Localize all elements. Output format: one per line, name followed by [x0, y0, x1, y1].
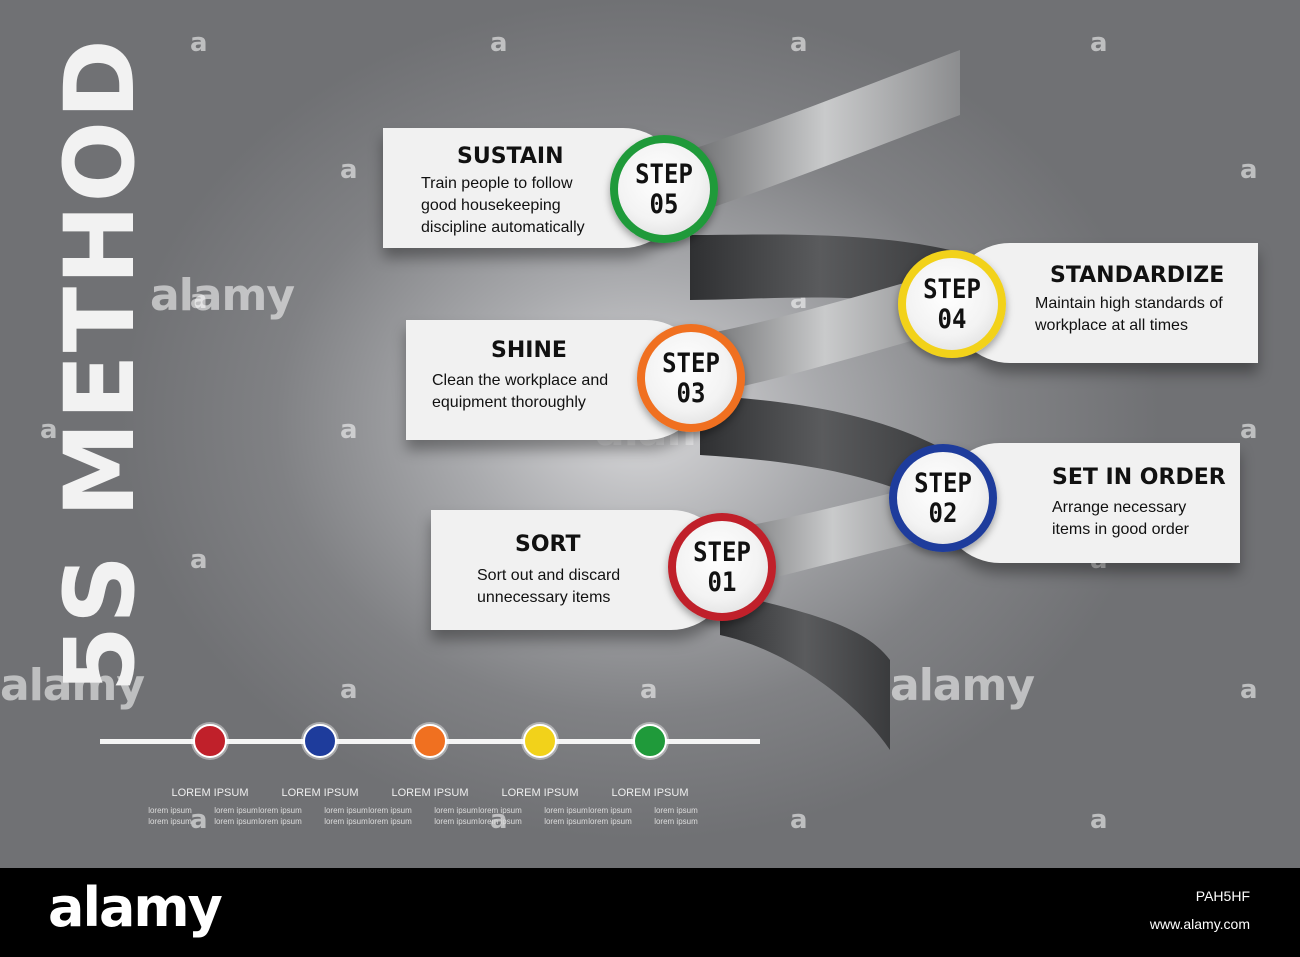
step-title: STANDARDIZE: [1050, 263, 1225, 288]
timeline-subtext: lorem ipsum: [148, 806, 192, 815]
timeline-subtext: lorem ipsum: [214, 806, 258, 815]
timeline-subtext: lorem ipsum: [368, 806, 412, 815]
timeline-subtext: lorem ipsum: [588, 817, 632, 826]
timeline-dot-blue: [303, 724, 337, 758]
step-title: SET IN ORDER: [1052, 465, 1226, 490]
watermark-mark: a: [1090, 805, 1108, 835]
step-badge-03: STEP 03: [637, 324, 745, 432]
footer-url: www.alamy.com: [1149, 916, 1250, 932]
watermark-text: alamy: [150, 270, 295, 321]
step-badge-05: STEP 05: [610, 135, 718, 243]
step-title: SUSTAIN: [457, 144, 564, 169]
image-id: PAH5HF: [1195, 888, 1250, 904]
timeline-dot-orange: [413, 724, 447, 758]
timeline-subtext: lorem ipsum: [324, 806, 368, 815]
watermark-mark: a: [40, 415, 58, 445]
step-number: 04: [937, 303, 967, 335]
ribbon-front-segment: [700, 270, 950, 395]
watermark-text: alamy: [890, 660, 1035, 711]
step-desc-line: workplace at all times: [1035, 317, 1188, 334]
timeline-dot-red: [193, 724, 227, 758]
watermark-mark: a: [190, 805, 208, 835]
timeline-subtext: lorem ipsum: [654, 806, 698, 815]
step-title: SHINE: [491, 338, 567, 363]
spiral-ribbon: [690, 50, 960, 750]
ribbon-front-segment: [690, 50, 960, 215]
ribbon-back-segment: [720, 590, 890, 750]
step-desc-line: equipment thoroughly: [432, 394, 586, 411]
timeline-dot-green: [633, 724, 667, 758]
step-badge-02: STEP 02: [889, 444, 997, 552]
step-card-set-in-order: SET IN ORDER Arrange necessary items in …: [940, 443, 1240, 563]
timeline-subtext: lorem ipsum: [544, 817, 588, 826]
timeline-subtext: lorem ipsum: [258, 817, 302, 826]
timeline-subtext: lorem ipsum: [654, 817, 698, 826]
watermark-mark: a: [340, 155, 358, 185]
watermark-mark: a: [790, 28, 808, 58]
timeline-subtext: lorem ipsum: [324, 817, 368, 826]
watermark-mark: a: [340, 675, 358, 705]
step-desc-line: Maintain high standards of: [1035, 295, 1223, 312]
ribbon-front-segment: [720, 480, 945, 590]
watermark-mark: a: [1090, 28, 1108, 58]
step-desc-line: Train people to follow: [421, 175, 573, 192]
step-badge-01: STEP 01: [668, 513, 776, 621]
timeline-subtext: lorem ipsum: [588, 806, 632, 815]
step-number: 05: [649, 188, 679, 220]
footer-bar: alamy PAH5HF www.alamy.com: [0, 868, 1300, 957]
timeline-heading: LOREM IPSUM: [171, 787, 249, 799]
watermark-mark: a: [490, 28, 508, 58]
watermark-mark: a: [790, 805, 808, 835]
step-desc-line: Arrange necessary: [1052, 499, 1187, 516]
timeline-subtext: lorem ipsum: [368, 817, 412, 826]
timeline-subtext: lorem ipsum: [148, 817, 192, 826]
watermark-mark: a: [190, 545, 208, 575]
step-badge-04: STEP 04: [898, 250, 1006, 358]
step-label: STEP: [914, 467, 972, 499]
timeline-subtext: lorem ipsum: [258, 806, 302, 815]
timeline-subtext: lorem ipsum: [434, 806, 478, 815]
step-desc-line: items in good order: [1052, 521, 1189, 538]
watermark-mark: a: [190, 285, 208, 315]
timeline-subtext: lorem ipsum: [544, 806, 588, 815]
footer-logo: alamy: [48, 876, 223, 939]
step-desc-line: Clean the workplace and: [432, 372, 609, 389]
step-number: 03: [676, 377, 706, 409]
timeline-subtext: lorem ipsum: [478, 806, 522, 815]
step-desc-line: Sort out and discard: [477, 567, 621, 584]
timeline-heading: LOREM IPSUM: [281, 787, 359, 799]
timeline-heading: LOREM IPSUM: [611, 787, 689, 799]
timeline-subtext: lorem ipsum: [434, 817, 478, 826]
ribbon-back-segment: [700, 395, 945, 510]
watermark-mark: a: [340, 415, 358, 445]
timeline-heading: LOREM IPSUM: [391, 787, 469, 799]
watermark-mark: a: [490, 805, 508, 835]
timeline-dot-yellow: [523, 724, 557, 758]
step-desc-line: good housekeeping: [421, 197, 561, 214]
infographic-canvas: a a a a a a a a a a a a a a a a a a a a …: [0, 0, 1300, 868]
step-number: 02: [928, 497, 958, 529]
step-title: SORT: [515, 532, 581, 557]
step-label: STEP: [635, 158, 693, 190]
step-label: STEP: [662, 347, 720, 379]
watermark-text: alamy: [0, 660, 145, 711]
step-label: STEP: [923, 273, 981, 305]
watermark-mark: a: [640, 675, 658, 705]
step-desc-line: discipline automatically: [421, 219, 585, 236]
step-desc-line: unnecessary items: [477, 589, 611, 606]
watermark-mark: a: [190, 28, 208, 58]
step-number: 01: [707, 566, 737, 598]
timeline-subtext: lorem ipsum: [214, 817, 258, 826]
watermark-mark: a: [1240, 415, 1258, 445]
watermark-mark: a: [1240, 675, 1258, 705]
timeline-subtext: lorem ipsum: [478, 817, 522, 826]
watermark-mark: a: [1240, 155, 1258, 185]
timeline-heading: LOREM IPSUM: [501, 787, 579, 799]
step-label: STEP: [693, 536, 751, 568]
